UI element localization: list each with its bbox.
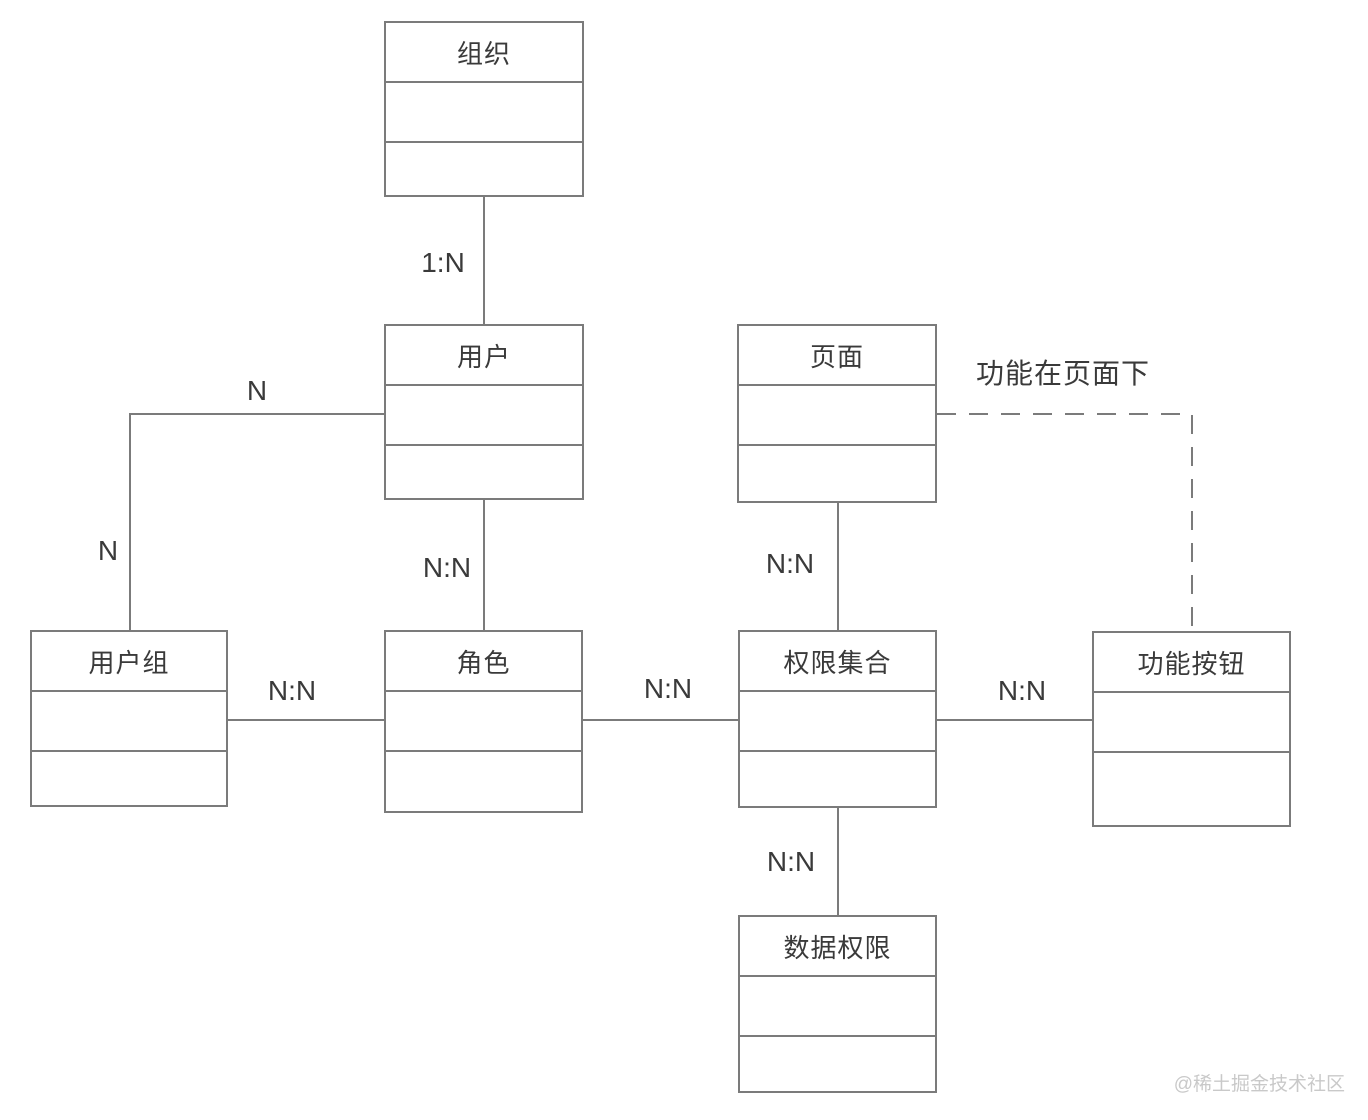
- rel-label-user-role: N:N: [422, 552, 472, 583]
- entity-page-method-row: [739, 446, 935, 501]
- entity-user-group-method-row: [32, 752, 226, 805]
- entity-perm-set-title: 权限集合: [740, 632, 935, 692]
- entity-user-group-attr-row: [32, 692, 226, 752]
- entity-user: 用户: [384, 324, 584, 500]
- entity-role-title: 角色: [386, 632, 581, 692]
- entity-page: 页面: [737, 324, 937, 503]
- entity-data-perm: 数据权限: [738, 915, 937, 1093]
- entity-perm-set-attr-row: [740, 692, 935, 752]
- entity-perm-set: 权限集合: [738, 630, 937, 808]
- entity-user-attr-row: [386, 386, 582, 446]
- entity-data-perm-method-row: [740, 1037, 935, 1091]
- rel-label-user-usergroup-v: N: [97, 535, 119, 566]
- entity-data-perm-attr-row: [740, 977, 935, 1037]
- entity-user-group-title: 用户组: [32, 632, 226, 692]
- entity-user-title: 用户: [386, 326, 582, 386]
- entity-org: 组织: [384, 21, 584, 197]
- rel-label-page-permset: N:N: [765, 548, 815, 579]
- entity-func-btn: 功能按钮: [1092, 631, 1291, 827]
- rel-label-user-usergroup-h: N: [246, 375, 268, 406]
- rel-label-role-permset: N:N: [643, 673, 693, 704]
- entity-role-attr-row: [386, 692, 581, 752]
- entity-perm-set-method-row: [740, 752, 935, 806]
- connector-user-usergroup: [129, 413, 384, 630]
- entity-data-perm-title: 数据权限: [740, 917, 935, 977]
- entity-role: 角色: [384, 630, 583, 813]
- entity-page-title: 页面: [739, 326, 935, 386]
- entity-user-method-row: [386, 446, 582, 498]
- entity-func-btn-attr-row: [1094, 693, 1289, 753]
- note-func-under-page: 功能在页面下: [975, 358, 1151, 389]
- rel-label-usergroup-role: N:N: [267, 675, 317, 706]
- rel-label-permset-dataperm: N:N: [766, 846, 816, 877]
- entity-org-method-row: [386, 143, 582, 195]
- connector-page-funcbtn-dashed: [937, 413, 1193, 631]
- entity-org-attr-row: [386, 83, 582, 143]
- rel-label-permset-funcbtn: N:N: [997, 675, 1047, 706]
- entity-page-attr-row: [739, 386, 935, 446]
- rel-label-org-user: 1:N: [421, 247, 465, 278]
- watermark: @稀土掘金技术社区: [1173, 1074, 1345, 1095]
- entity-func-btn-title: 功能按钮: [1094, 633, 1289, 693]
- entity-user-group: 用户组: [30, 630, 228, 807]
- entity-org-title: 组织: [386, 23, 582, 83]
- entity-role-method-row: [386, 752, 581, 811]
- entity-func-btn-method-row: [1094, 753, 1289, 825]
